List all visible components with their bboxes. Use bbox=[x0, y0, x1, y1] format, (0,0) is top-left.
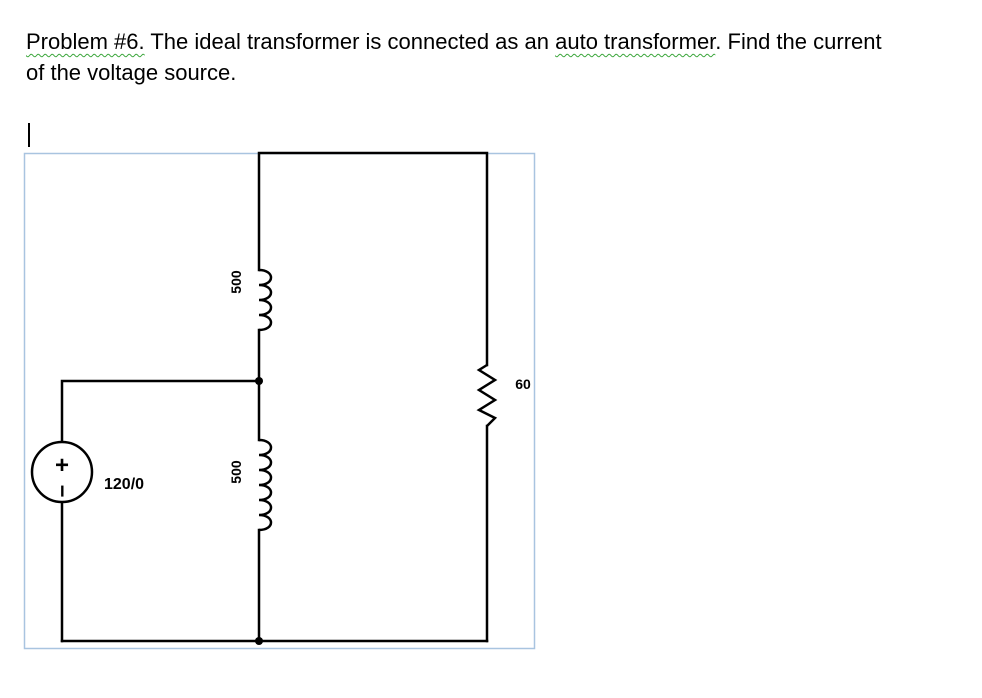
statement-term: auto transformer bbox=[555, 29, 716, 54]
load-resistor bbox=[476, 363, 498, 427]
source-plus-sign: + bbox=[55, 452, 69, 479]
problem-statement: Problem #6. The ideal transformer is con… bbox=[26, 26, 976, 88]
lower-coil-label: 500 bbox=[228, 460, 244, 484]
source-value-label: 120/0 bbox=[104, 476, 144, 493]
source-minus-sign: − bbox=[50, 485, 75, 498]
statement-part-1: The ideal transformer is connected as an bbox=[144, 29, 556, 54]
wires bbox=[60, 151, 489, 643]
junction-dot-center bbox=[255, 377, 263, 385]
top-wire bbox=[257, 151, 489, 367]
upper-coil-label: 500 bbox=[228, 270, 244, 294]
statement-line-2: of the voltage source. bbox=[26, 60, 237, 85]
junction-dot-bottom bbox=[255, 637, 263, 645]
statement-part-2: . Find the current bbox=[715, 29, 882, 54]
left-wire-top bbox=[60, 379, 261, 444]
lower-coil bbox=[258, 438, 273, 532]
upper-coil bbox=[258, 268, 273, 332]
voltage-source bbox=[30, 440, 94, 504]
text-cursor bbox=[28, 123, 30, 147]
diagram-frame bbox=[23, 152, 536, 650]
resistor-label: 60 bbox=[515, 376, 531, 392]
problem-label: Problem #6. bbox=[26, 29, 145, 54]
